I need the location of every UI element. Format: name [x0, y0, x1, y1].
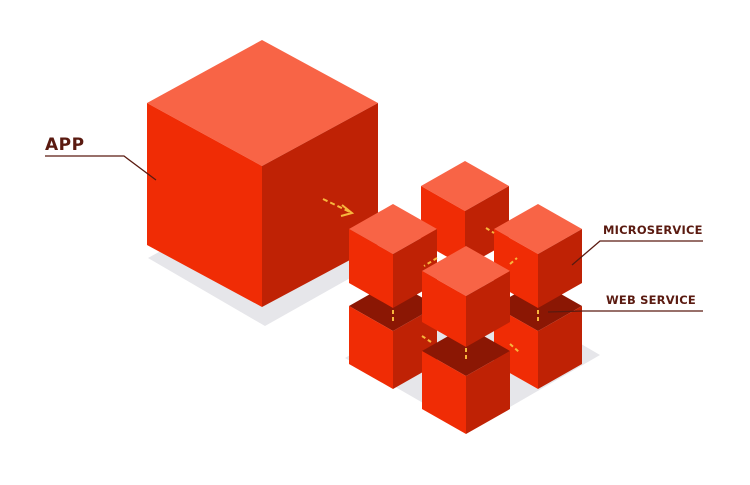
- connectors: [392, 227, 539, 360]
- leader-line-microservice: [571, 240, 703, 266]
- label-microservice-group: MICROSERVICE: [571, 223, 703, 266]
- cube-top-front: [422, 246, 510, 347]
- leader-line-web-service: [547, 310, 703, 313]
- label-app-group: APP: [45, 135, 157, 181]
- cube-top-right: [494, 204, 582, 308]
- arrow-icon: [322, 198, 355, 217]
- app-cube-top: [147, 40, 378, 166]
- cube-top-back: [421, 161, 509, 267]
- microservice-cluster: [349, 161, 582, 434]
- app-cube-left: [147, 103, 262, 307]
- label-microservice: MICROSERVICE: [603, 223, 703, 237]
- leader-line-app: [45, 155, 157, 181]
- label-web-service: WEB SERVICE: [606, 293, 696, 307]
- label-app: APP: [45, 135, 85, 155]
- label-web-service-group: WEB SERVICE: [547, 293, 703, 313]
